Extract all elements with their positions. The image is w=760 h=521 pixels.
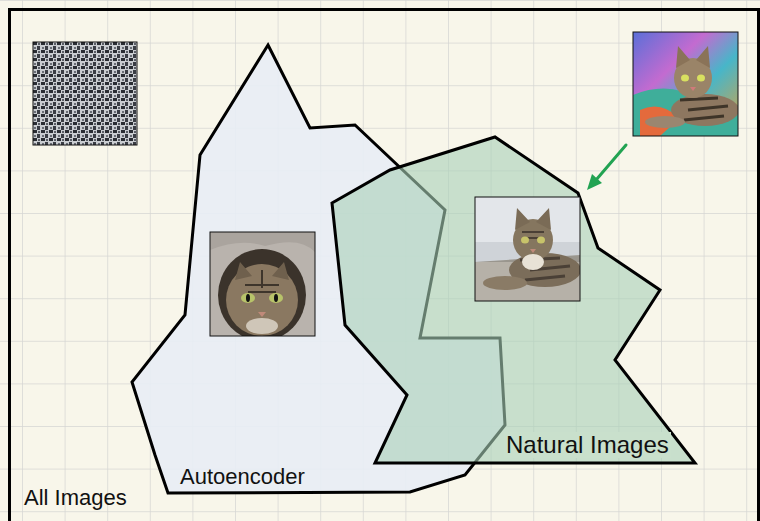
projection-arrow bbox=[587, 145, 626, 190]
noise-image bbox=[33, 42, 137, 145]
region-label: Autoencoder bbox=[180, 465, 305, 489]
region-shape bbox=[332, 137, 695, 463]
cat-photo-stylized bbox=[633, 32, 738, 136]
cat-photo-hood bbox=[210, 232, 315, 336]
outer-region: All Images Autoencoder Natural Images bbox=[8, 8, 760, 521]
region-outline bbox=[332, 137, 695, 463]
cat-photo-natural bbox=[475, 197, 580, 301]
natural-images-region: Natural Images bbox=[332, 137, 695, 463]
region-label: All Images bbox=[24, 486, 127, 510]
region-label: Natural Images bbox=[504, 432, 671, 458]
